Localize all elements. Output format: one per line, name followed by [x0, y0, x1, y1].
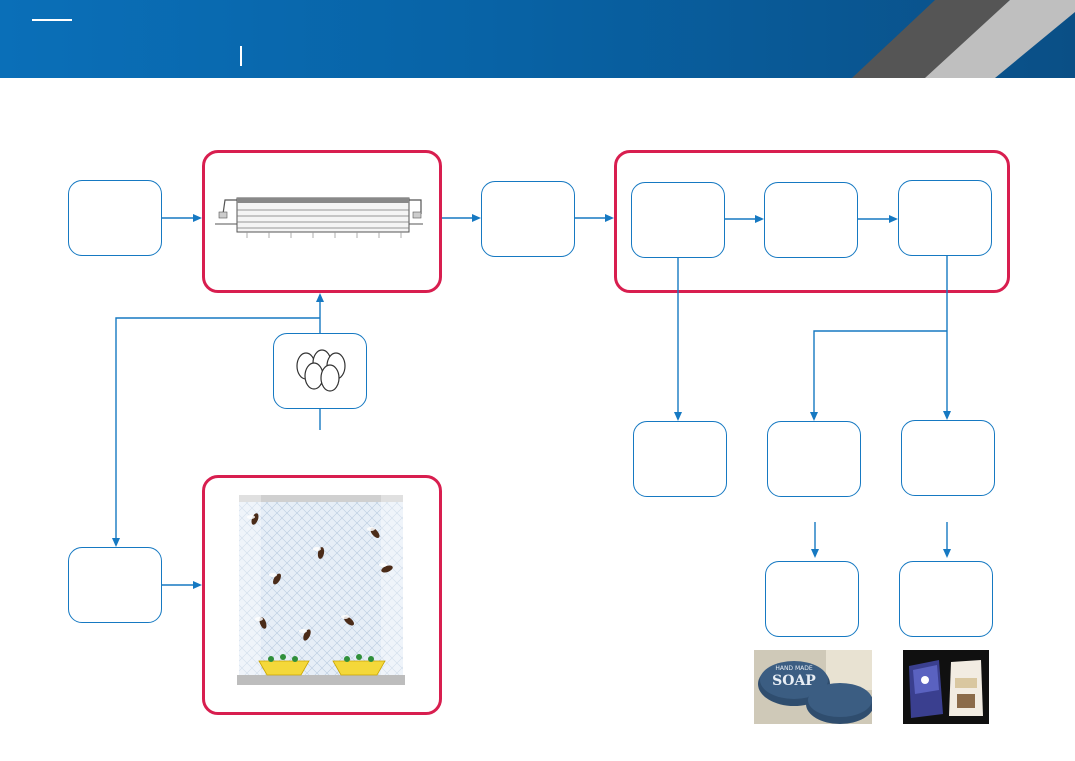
output-a-node: [633, 421, 727, 497]
adult-flies-node: [68, 547, 162, 623]
larvae-stage-node: [481, 181, 575, 257]
eggs-node: [273, 333, 367, 409]
arrow-proc3-to-output-b: [810, 330, 947, 421]
output-c-node: [901, 420, 995, 496]
soap-label: SOAP: [772, 673, 816, 689]
processing-group: [614, 150, 1010, 293]
soap-photo: SOAP HAND MADE: [754, 650, 872, 724]
header-separator: [240, 46, 242, 66]
output-b-node: [767, 421, 861, 497]
header-banner: [0, 0, 1075, 78]
header-stripes: [852, 0, 1075, 78]
final-soap-node: [765, 561, 859, 637]
processing-3-node: [898, 180, 992, 256]
fly-icon: [251, 513, 393, 641]
larvae-group: [202, 150, 442, 293]
final-packaging-node: [899, 561, 993, 637]
input-node: [68, 180, 162, 256]
arrow-larvae-to-adults: [112, 317, 320, 547]
eggs-icon: [296, 349, 346, 392]
packaging-photo: [903, 650, 989, 724]
fly-cage-icon: [237, 495, 405, 685]
adult-group: [202, 475, 442, 715]
product-bag-icon: [903, 650, 989, 724]
soap-caption: HAND MADE: [775, 665, 813, 672]
larvae-bed-icon: [215, 197, 423, 238]
soap-image: SOAP HAND MADE: [754, 650, 872, 724]
processing-1-node: [631, 182, 725, 258]
processing-2-node: [764, 182, 858, 258]
header-accent-line: [32, 19, 72, 21]
